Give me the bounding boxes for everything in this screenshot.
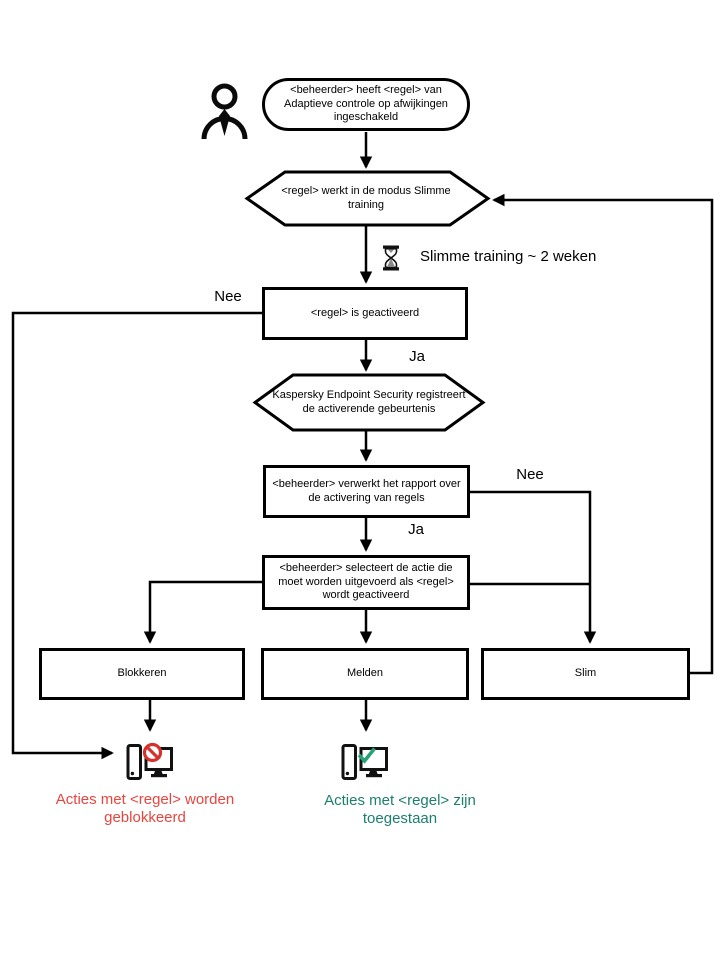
- node-start-line2: Adaptieve controle op afwijkingen: [284, 97, 448, 110]
- node-start-line3: ingeschakeld: [333, 111, 399, 124]
- node-block: Blokkeren: [39, 648, 245, 700]
- node-admin-report: <beheerder> verwerkt het rapport over de…: [263, 465, 470, 518]
- node-kes-registers-text: Kaspersky Endpoint Security registreert …: [262, 375, 476, 430]
- admin-action-line1: <beheerder> selecteert de actie die: [279, 562, 453, 575]
- outcome-blocked-line1: Acties met <regel> worden: [55, 791, 235, 808]
- person-icon: [201, 83, 248, 140]
- admin-action-line3: wordt geactiveerd: [322, 589, 410, 602]
- node-start-line1: <beheerder> heeft <regel> van: [290, 84, 442, 97]
- hourglass-icon: [383, 245, 399, 271]
- node-start: <beheerder> heeft <regel> van Adaptieve …: [262, 78, 470, 131]
- computer-blocked-icon: [126, 742, 173, 780]
- label-nee-right: Nee: [516, 466, 544, 483]
- label-ja-top: Ja: [409, 348, 425, 365]
- node-start-text: <beheerder> heeft <regel> van Adaptieve …: [284, 84, 448, 125]
- kes-registers-line2: de activerende gebeurtenis: [302, 402, 436, 415]
- node-smart: Slim: [481, 648, 690, 700]
- admin-action-line2: moet worden uitgevoerd als <regel>: [278, 575, 454, 588]
- smart-label: Slim: [574, 667, 597, 680]
- admin-report-line1: <beheerder> verwerkt het rapport over: [272, 478, 461, 490]
- node-training-mode-text: <regel> werkt in de modus Slimme trainin…: [270, 172, 462, 225]
- outcome-blocked-text: Acties met <regel> worden geblokkeerd: [38, 791, 252, 827]
- arrow-triggered-nee-loop: [11, 311, 263, 760]
- block-label: Blokkeren: [117, 667, 167, 680]
- arrow-smart-feedback-loop: [492, 193, 714, 675]
- label-ja-bottom: Ja: [408, 521, 424, 538]
- label-nee-left: Nee: [214, 288, 242, 305]
- kes-registers-line1: Kaspersky Endpoint Security registreert: [272, 389, 466, 401]
- outcome-allowed-line1: Acties met <regel> zijn toegestaan: [324, 792, 476, 827]
- outcome-allowed-text: Acties met <regel> zijn toegestaan: [286, 792, 514, 828]
- computer-allowed-icon: [341, 744, 388, 780]
- arrow-action-to-block: [143, 580, 262, 644]
- notify-label: Melden: [346, 667, 384, 680]
- admin-report-line2: de activering van regels: [308, 491, 425, 504]
- outcome-blocked-line2: geblokkeerd: [104, 809, 186, 826]
- training-duration-label: Slimme training ~ 2 weken: [420, 248, 597, 265]
- node-rule-triggered: <regel> is geactiveerd: [262, 287, 468, 340]
- training-mode-line1: <regel> werkt in de modus Slimme: [281, 185, 451, 197]
- arrow-report-no-to-smart: [470, 490, 597, 644]
- node-admin-action: <beheerder> selecteert de actie die moet…: [262, 555, 470, 610]
- training-mode-line2: training: [347, 198, 385, 211]
- rule-triggered-line1: <regel> is geactiveerd: [310, 306, 420, 319]
- node-notify: Melden: [261, 648, 469, 700]
- hexagon-training-mode: [244, 170, 491, 227]
- hexagon-kes-registers: [252, 373, 486, 432]
